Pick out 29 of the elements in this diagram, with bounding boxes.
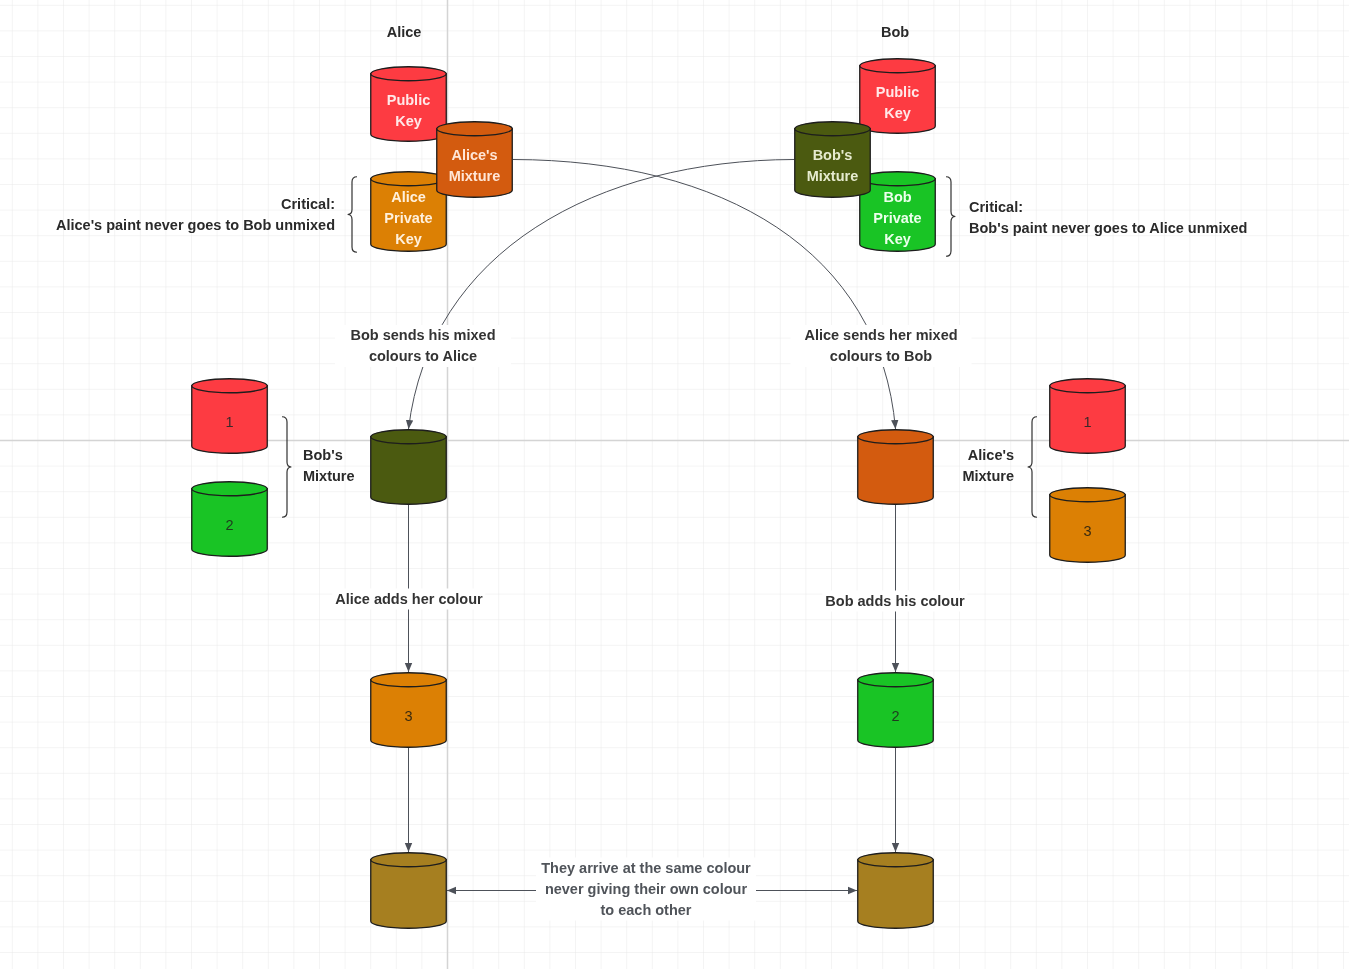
cylinder-label: Bob Private Key (873, 188, 922, 247)
number-label: 3 (1083, 523, 1092, 539)
mixture-label: Alice's Mixture (962, 446, 1014, 486)
number-label: 2 (891, 708, 900, 724)
critical-note: Alice's paint never goes to Bob unmixed (56, 215, 335, 235)
cylinder-label: Public Key (875, 83, 920, 121)
edge-label: They arrive at the same colour never giving their own colour to each other (536, 857, 756, 921)
curved-arrow (406, 159, 795, 430)
note-heading: Critical: (969, 197, 1023, 217)
party-heading: Alice (386, 22, 422, 42)
critical-note: Bob's paint never goes to Alice unmixed (969, 218, 1248, 238)
cylinder-label: Bob's Mixture (806, 147, 859, 184)
mixture-label: Bob's Mixture (303, 446, 355, 486)
edge-label: Bob sends his mixed colours to Alice (335, 325, 511, 367)
cylinder-label: Alice's Mixture (448, 147, 501, 184)
edge-label: Alice adds her colour (332, 588, 486, 610)
cylinder-label: Public Key (386, 91, 431, 129)
edge-label: Bob adds his colour (822, 590, 968, 612)
cylinder-label: Alice Private Key (384, 188, 433, 247)
number-label: 1 (225, 414, 234, 430)
number-label: 1 (1083, 414, 1092, 430)
edge-label: Alice sends her mixed colours to Bob (790, 325, 972, 367)
note-heading: Critical: (281, 194, 335, 214)
arrow (404, 747, 413, 853)
arrow (891, 747, 900, 853)
number-label: 2 (225, 517, 234, 533)
number-label: 3 (404, 708, 413, 724)
curved-arrow (512, 159, 898, 430)
party-heading: Bob (880, 22, 910, 42)
